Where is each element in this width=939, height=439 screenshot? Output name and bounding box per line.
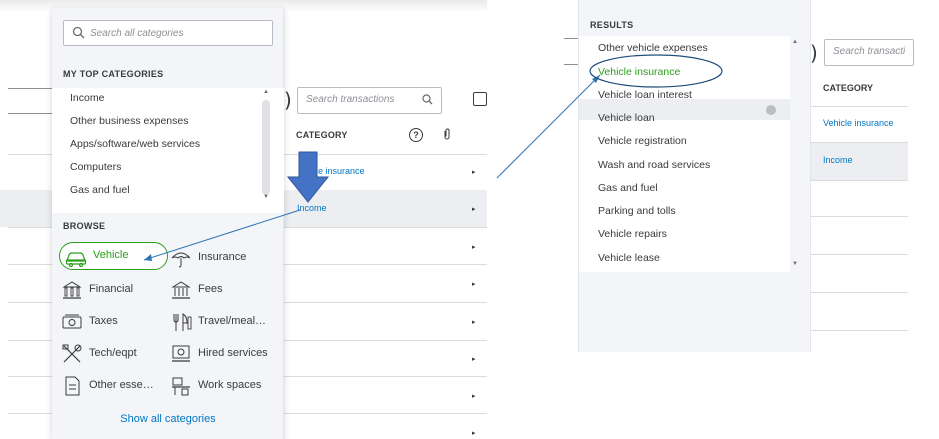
- list-item[interactable]: Gas and fuel: [70, 184, 130, 196]
- search-icon: [72, 26, 85, 39]
- category-search-placeholder: Search all categories: [90, 28, 184, 39]
- browse-item-tech[interactable]: Tech/eqpt: [61, 343, 169, 367]
- browse-item-label: Other esse…: [89, 379, 154, 391]
- scrollbar-thumb[interactable]: [262, 100, 270, 195]
- document-icon: [65, 376, 80, 396]
- browse-item-vehicle[interactable]: Vehicle: [59, 242, 168, 270]
- search-transactions-input[interactable]: Search transacti: [824, 39, 914, 66]
- browse-item-taxes[interactable]: Taxes: [61, 311, 169, 335]
- browse-item-label: Hired services: [198, 347, 268, 359]
- selected-row-highlight: [579, 99, 790, 120]
- selected-indicator-icon: [766, 105, 776, 115]
- list-item[interactable]: Vehicle lease: [598, 252, 660, 264]
- category-column-header[interactable]: CATEGORY: [823, 83, 874, 93]
- export-icon[interactable]: [473, 92, 487, 106]
- scroll-down-icon[interactable]: ▼: [792, 261, 798, 267]
- attachment-icon[interactable]: [443, 128, 451, 143]
- row-expand-icon[interactable]: ▸: [472, 206, 476, 213]
- list-item[interactable]: Income: [70, 92, 105, 104]
- row-expand-icon[interactable]: ▸: [472, 169, 476, 176]
- divider: [811, 142, 908, 143]
- divider: [564, 64, 582, 65]
- list-item[interactable]: Computers: [70, 161, 122, 173]
- right-transactions-table: [560, 0, 939, 439]
- list-item[interactable]: Apps/software/web services: [70, 138, 201, 150]
- top-categories-list: Income Other business expenses Apps/soft…: [52, 88, 284, 213]
- browse-item-label: Financial: [89, 283, 134, 295]
- row-expand-icon[interactable]: ▸: [472, 319, 476, 326]
- divider: [811, 180, 908, 181]
- table-row-highlight[interactable]: [811, 143, 908, 180]
- utensils-icon: [173, 313, 192, 331]
- browse-item-label: Taxes: [89, 315, 118, 327]
- browse-item-label: Tech/eqpt: [89, 347, 137, 359]
- hired-services-icon: [172, 345, 190, 362]
- browse-item-fees[interactable]: Fees: [170, 279, 280, 303]
- list-item[interactable]: Vehicle repairs: [598, 228, 667, 240]
- category-cell-link[interactable]: Income: [823, 155, 853, 165]
- building-icon: [171, 281, 191, 299]
- search-transactions-input[interactable]: Search transactions: [297, 87, 442, 114]
- category-cell-link[interactable]: Income: [297, 203, 327, 213]
- browse-item-label: Fees: [198, 283, 223, 295]
- divider: [811, 106, 908, 107]
- scroll-down-icon[interactable]: ▼: [263, 194, 269, 200]
- category-cell-link[interactable]: Vehicle insurance: [823, 118, 894, 128]
- bracket-glyph: ): [284, 88, 292, 112]
- list-item[interactable]: Gas and fuel: [598, 182, 658, 194]
- show-all-categories-link[interactable]: Show all categories: [120, 413, 216, 425]
- tools-icon: [62, 344, 82, 363]
- list-item[interactable]: Wash and road services: [598, 159, 711, 171]
- bracket-glyph: ): [810, 41, 818, 65]
- browse-item-hired-services[interactable]: Hired services: [170, 343, 282, 367]
- divider: [811, 292, 908, 293]
- list-item[interactable]: Parking and tolls: [598, 205, 676, 217]
- row-expand-icon[interactable]: ▸: [472, 356, 476, 363]
- browse-item-other-essentials[interactable]: Other esse…: [61, 375, 169, 399]
- row-expand-icon[interactable]: ▸: [472, 393, 476, 400]
- divider: [8, 113, 54, 114]
- category-picker-panel: Search all categories MY TOP CATEGORIES …: [52, 8, 284, 439]
- divider: [811, 330, 908, 331]
- browse-item-label: Vehicle: [93, 249, 129, 261]
- row-expand-icon[interactable]: ▸: [472, 281, 476, 288]
- browse-heading: BROWSE: [63, 221, 106, 231]
- divider: [811, 254, 908, 255]
- money-icon: [62, 314, 82, 329]
- list-item-selected[interactable]: Vehicle insurance: [598, 66, 681, 78]
- category-search-input[interactable]: Search all categories: [63, 20, 273, 46]
- search-icon: [422, 94, 433, 105]
- list-item[interactable]: Vehicle registration: [598, 135, 687, 147]
- browse-item-financial[interactable]: Financial: [61, 279, 169, 303]
- workspace-icon: [172, 377, 190, 396]
- divider: [8, 88, 54, 89]
- list-item[interactable]: Other business expenses: [70, 115, 189, 127]
- scroll-up-icon[interactable]: ▲: [263, 89, 269, 95]
- search-transactions-placeholder: Search transactions: [306, 94, 395, 105]
- list-item[interactable]: Vehicle loan interest: [598, 89, 692, 101]
- row-expand-icon[interactable]: ▸: [472, 244, 476, 251]
- list-item[interactable]: Other vehicle expenses: [598, 42, 708, 54]
- browse-item-insurance[interactable]: Insurance: [170, 247, 280, 271]
- divider: [564, 38, 582, 39]
- browse-item-label: Insurance: [198, 251, 247, 263]
- category-results-panel: RESULTS Other vehicle expenses Vehicle i…: [578, 0, 811, 352]
- category-cell-link[interactable]: le insurance: [316, 166, 365, 176]
- help-icon[interactable]: ?: [409, 128, 423, 142]
- browse-item-travel[interactable]: Travel/meal…: [170, 311, 280, 335]
- browse-item-label: Work spaces: [198, 379, 262, 391]
- car-icon: [65, 252, 87, 268]
- results-heading: RESULTS: [590, 20, 634, 30]
- divider: [811, 216, 908, 217]
- scroll-up-icon[interactable]: ▲: [792, 39, 798, 45]
- bank-icon: [62, 281, 82, 299]
- top-categories-heading: MY TOP CATEGORIES: [63, 69, 164, 79]
- results-list: Other vehicle expenses Vehicle insurance…: [579, 36, 790, 272]
- row-expand-icon[interactable]: ▸: [472, 430, 476, 437]
- list-item[interactable]: Vehicle loan: [598, 112, 655, 124]
- browse-item-label: Travel/meal…: [198, 315, 267, 327]
- umbrella-icon: [171, 252, 191, 268]
- browse-item-work-spaces[interactable]: Work spaces: [170, 375, 280, 399]
- category-column-header[interactable]: CATEGORY: [296, 130, 348, 140]
